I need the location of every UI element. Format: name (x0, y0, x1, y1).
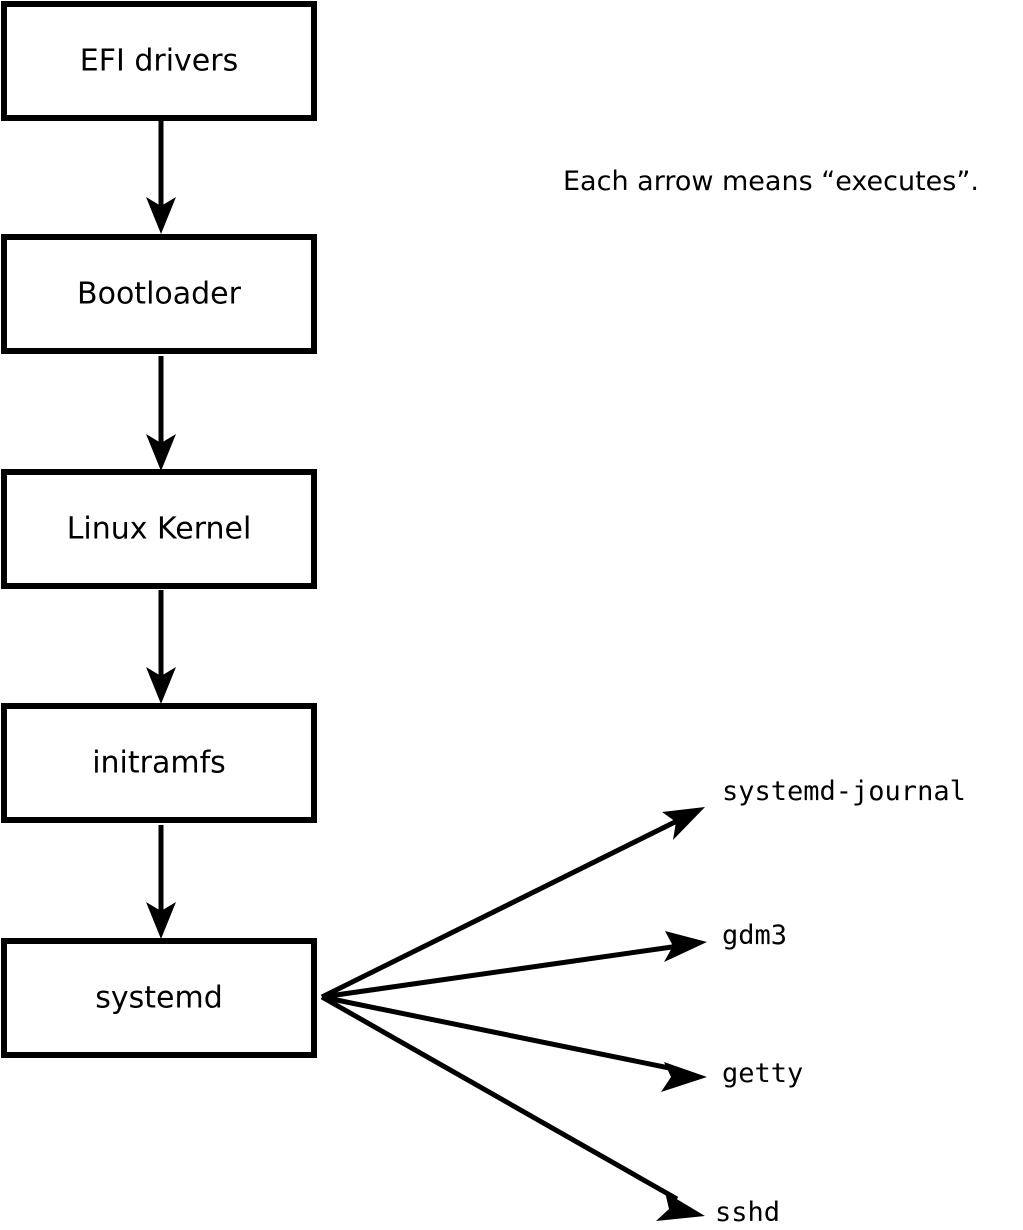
chain-box-label: EFI drivers (80, 44, 238, 79)
service-label-systemd-journal: systemd-journal (722, 776, 966, 807)
chain-box-label: Bootloader (77, 277, 242, 312)
legend-note: Each arrow means “executes”. (563, 166, 979, 197)
chain-edge-bootloader-to-kernel (146, 356, 176, 471)
service-edge-sshd (320, 994, 705, 1221)
chain-box-bootloader[interactable]: Bootloader (1, 234, 317, 354)
chain-box-initramfs[interactable]: initramfs (1, 703, 317, 823)
service-label-getty: getty (722, 1058, 803, 1089)
service-edge-systemd-journal (320, 807, 705, 1000)
service-label-gdm3: gdm3 (722, 920, 787, 951)
service-edge-getty (321, 994, 707, 1092)
chain-edge-initramfs-to-systemd (146, 825, 176, 939)
chain-box-systemd[interactable]: systemd (1, 938, 317, 1058)
chain-box-linux-kernel[interactable]: Linux Kernel (1, 469, 317, 589)
chain-box-efi-drivers[interactable]: EFI drivers (1, 1, 317, 121)
service-edge-gdm3 (321, 931, 707, 1000)
chain-edge-efi-to-bootloader (146, 119, 176, 234)
chain-box-label: systemd (95, 981, 223, 1016)
chain-box-label: initramfs (92, 746, 226, 781)
service-label-sshd: sshd (715, 1197, 780, 1228)
chain-edge-kernel-to-initramfs (146, 590, 176, 704)
chain-box-label: Linux Kernel (67, 512, 252, 547)
